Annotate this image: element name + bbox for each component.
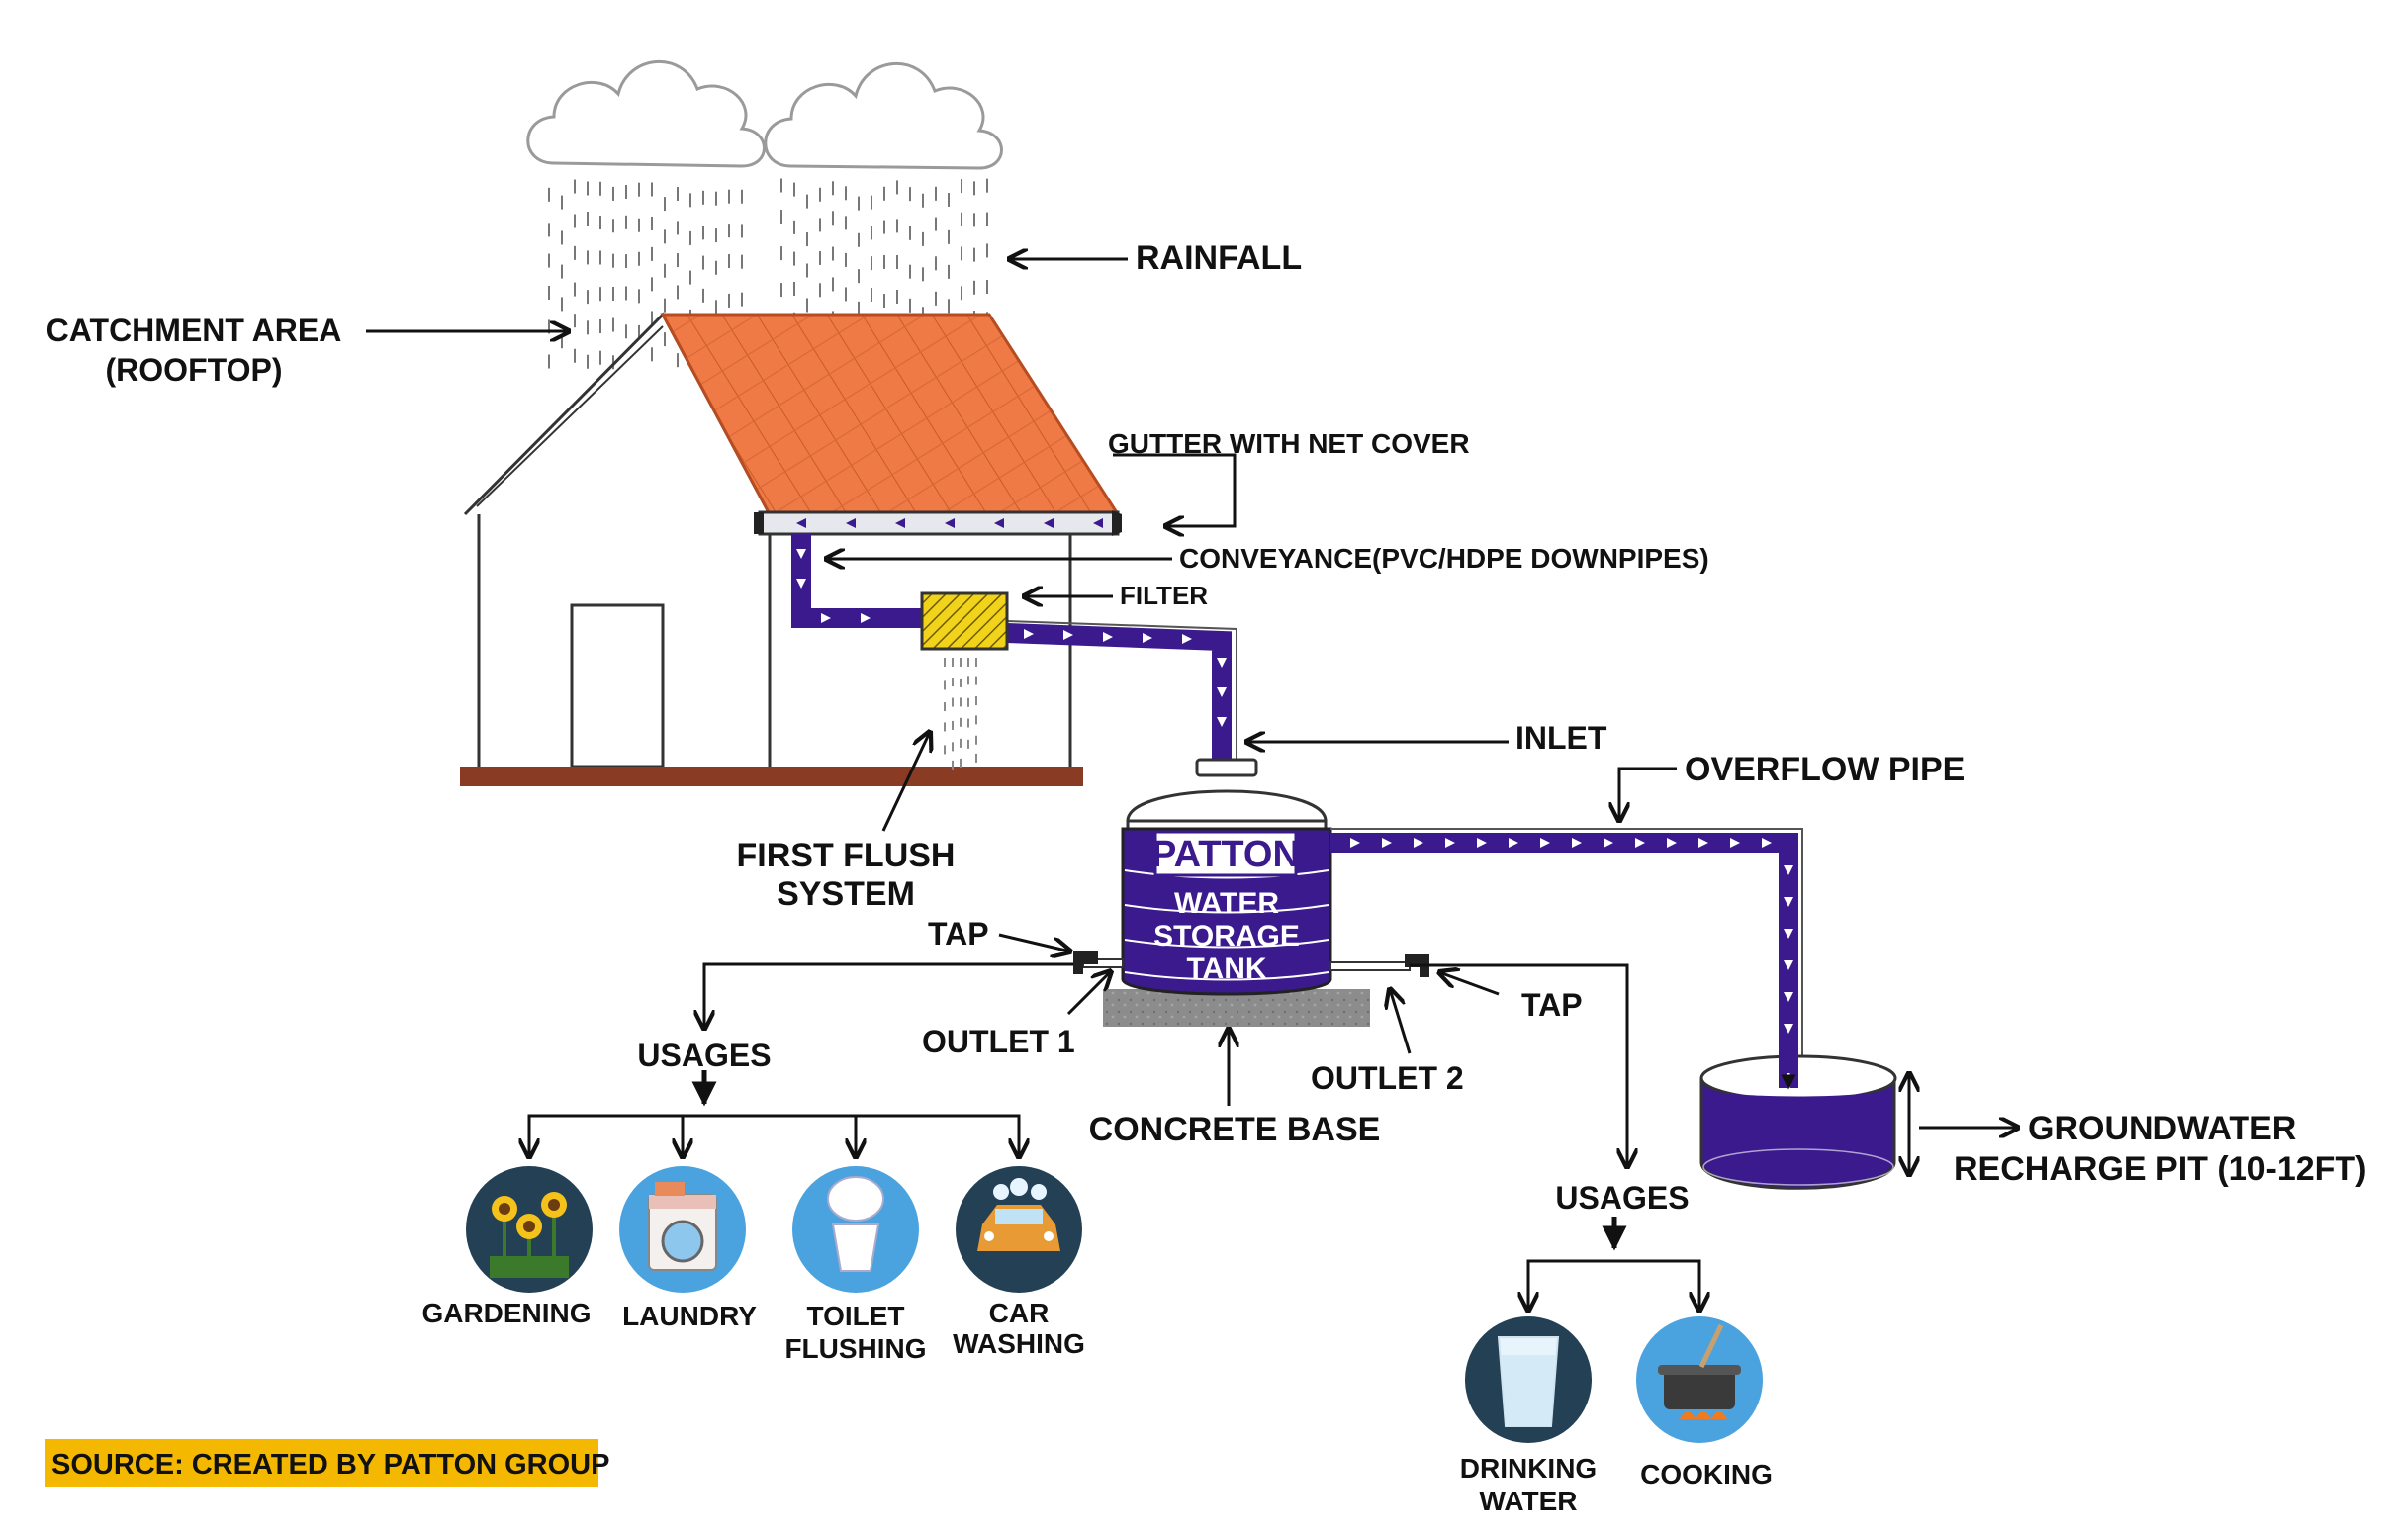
label-filter: FILTER — [1120, 581, 1208, 610]
label-concrete-base: CONCRETE BASE — [1089, 1111, 1381, 1148]
usage-label-cooking: COOKING — [1640, 1459, 1773, 1490]
usage-label-toilet-1: TOILET — [806, 1301, 904, 1331]
label-gutter: GUTTER WITH NET COVER — [1108, 428, 1470, 459]
house — [460, 312, 1121, 786]
label-recharge-pit: GROUNDWATER — [2028, 1110, 2296, 1147]
usage-gardening — [466, 1166, 593, 1293]
house-door — [570, 603, 665, 769]
pipe-flow-arrow — [1103, 632, 1113, 642]
overflow-flow-arrow — [1540, 838, 1550, 848]
clouds — [526, 60, 1003, 170]
label-inlet: INLET — [1515, 720, 1607, 756]
usage-label-toilet-2: FLUSHING — [784, 1333, 926, 1364]
usage-drinking-water — [1465, 1316, 1592, 1443]
label-outlet-1: OUTLET 1 — [922, 1024, 1075, 1059]
pipe-flow-arrow — [1143, 633, 1152, 643]
pipe-flow-arrow — [1182, 634, 1192, 644]
pipe-flow-arrow — [821, 613, 831, 623]
gutter-flow-arrow — [1093, 518, 1103, 528]
pipe-flow-arrow — [1063, 630, 1073, 640]
callout-arrows — [366, 259, 2018, 1311]
label-first-flush: FIRST FLUSH — [737, 837, 956, 874]
pipe-flow-arrow — [796, 579, 806, 589]
house-ground — [460, 767, 1083, 786]
gutter-flow-arrow — [846, 518, 856, 528]
filter-box — [920, 591, 1009, 651]
tap-left-icon — [1073, 951, 1124, 974]
tank-text-3: TANK — [1186, 952, 1266, 985]
overflow-flow-arrow — [1667, 838, 1677, 848]
overflow-flow-arrow — [1784, 1024, 1793, 1034]
cloud-left-icon — [526, 60, 766, 168]
label-overflow: OVERFLOW PIPE — [1685, 751, 1965, 788]
overflow-flow-arrow — [1414, 838, 1423, 848]
label-usages-left: USAGES — [637, 1038, 771, 1073]
rain-drops — [548, 178, 988, 370]
usage-label-car-2: WASHING — [953, 1328, 1085, 1359]
overflow-flow-arrow — [1762, 838, 1772, 848]
usage-label-laundry: LAUNDRY — [622, 1301, 757, 1331]
overflow-flow-arrow — [1604, 838, 1613, 848]
recharge-pit — [1699, 1048, 1897, 1190]
gutter-flow-arrow — [945, 518, 955, 528]
pipe-flow-arrow — [796, 549, 806, 559]
label-first-flush-sub: SYSTEM — [777, 875, 915, 913]
overflow-flow-arrow — [1784, 865, 1793, 875]
water-storage-tank: PATTON WATER STORAGE TANK — [1103, 758, 1370, 1027]
overflow-flow-arrow — [1350, 838, 1360, 848]
usage-laundry — [619, 1166, 746, 1293]
usage-cooking — [1636, 1316, 1763, 1443]
overflow-flow-arrow — [1509, 838, 1518, 848]
label-catchment: CATCHMENT AREA — [46, 313, 342, 348]
tank-text-2: STORAGE — [1153, 920, 1300, 952]
label-catchment-sub: (ROOFTOP) — [106, 352, 283, 388]
overflow-flow-arrow — [1572, 838, 1582, 848]
tank-brand-plate — [1153, 830, 1298, 877]
pipe-flow-arrow — [1217, 717, 1227, 727]
overflow-flow-arrow — [1698, 838, 1708, 848]
label-tap-left: TAP — [928, 916, 989, 951]
usage-label-car-1: CAR — [989, 1298, 1050, 1328]
pipe-flow-arrow — [1217, 687, 1227, 697]
downpipe — [791, 534, 1237, 771]
usage-label-gardening: GARDENING — [421, 1298, 591, 1328]
source-text: SOURCE: CREATED BY PATTON GROUP — [51, 1449, 609, 1481]
usage-car-washing — [956, 1166, 1082, 1293]
label-usages-right: USAGES — [1555, 1180, 1689, 1216]
roof — [660, 313, 1121, 516]
usage-label-drinking-1: DRINKING — [1460, 1453, 1597, 1484]
overflow-flow-arrow — [1477, 838, 1487, 848]
gutter-flow-arrow — [1044, 518, 1054, 528]
gutter-flow-arrow — [796, 518, 806, 528]
gutter-flow-arrow — [994, 518, 1004, 528]
usage-toilet — [792, 1166, 919, 1293]
label-tap-right: TAP — [1521, 987, 1583, 1023]
source-badge — [45, 1439, 598, 1487]
label-conveyance: CONVEYANCE(PVC/HDPE DOWNPIPES) — [1179, 543, 1709, 574]
gutter-flow-arrow — [895, 518, 905, 528]
pipe-flow-arrow — [1217, 658, 1227, 668]
pipe-flow-arrow — [1024, 629, 1034, 639]
usage-label-drinking-2: WATER — [1479, 1486, 1577, 1516]
tank-brand: PATTON — [1151, 834, 1300, 875]
overflow-flow-arrow — [1784, 929, 1793, 939]
gutter — [754, 510, 1122, 536]
overflow-flow-arrow — [1784, 897, 1793, 907]
first-flush-water — [944, 658, 977, 770]
overflow-flow-arrow — [1784, 992, 1793, 1002]
overflow-flow-arrow — [1445, 838, 1455, 848]
pipe-flow-arrow — [861, 613, 871, 623]
label-recharge-pit-sub: RECHARGE PIT (10-12FT) — [1954, 1150, 2367, 1188]
overflow-flow-arrow — [1730, 838, 1740, 848]
overflow-flow-arrow — [1784, 960, 1793, 970]
overflow-flow-arrow — [1382, 838, 1392, 848]
overflow-flow-arrow — [1635, 838, 1645, 848]
cloud-right-icon — [764, 62, 1003, 170]
label-outlet-2: OUTLET 2 — [1311, 1060, 1464, 1096]
tank-text-1: WATER — [1174, 887, 1279, 920]
overflow-pipe — [1330, 828, 1803, 1068]
label-rainfall: RAINFALL — [1136, 239, 1302, 277]
